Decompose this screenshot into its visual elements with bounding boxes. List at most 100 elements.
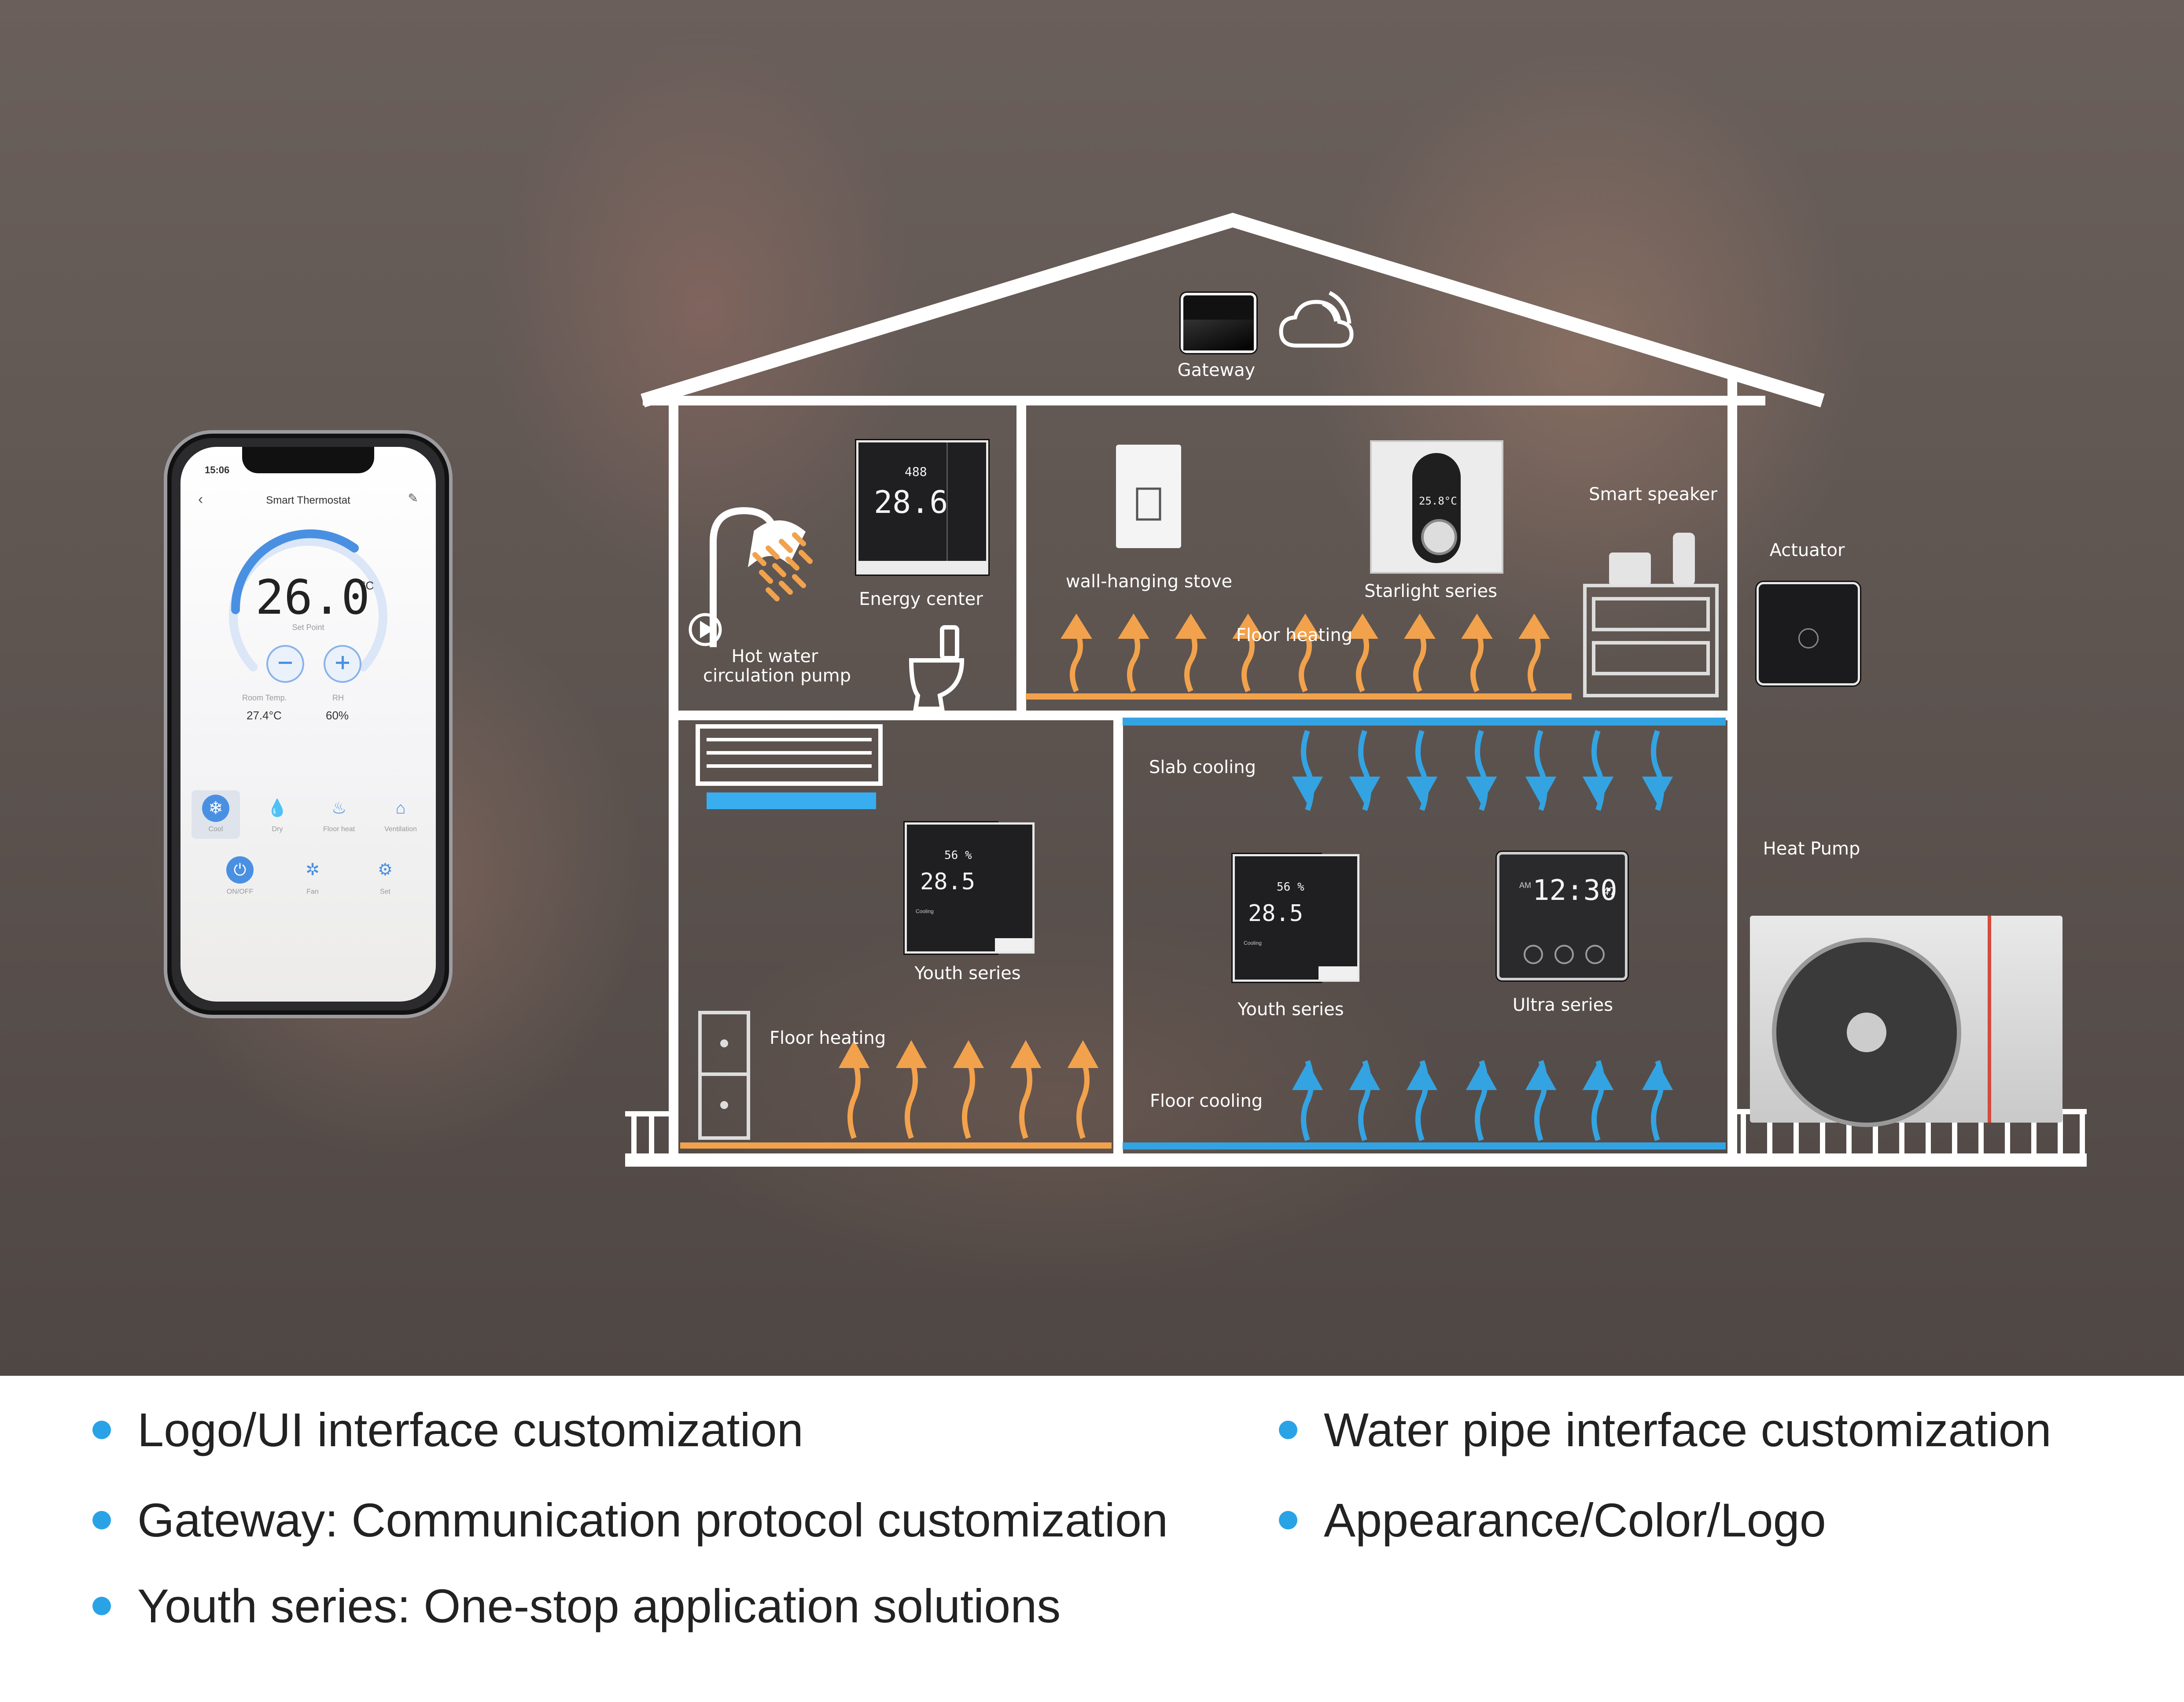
lower-heating-arrows xyxy=(838,1040,1099,1139)
lower-floor-heating-pipe xyxy=(680,1142,1112,1149)
mode-ventilation[interactable]: ⌂ Ventilation xyxy=(376,790,425,839)
room-temp-value: 27.4°C xyxy=(247,709,282,722)
on-off-button[interactable]: ⏻ ON/OFF xyxy=(214,856,266,905)
upper-floor-heating-pipe xyxy=(1026,693,1572,700)
feature-list: Logo/UI interface customization Water pi… xyxy=(0,1376,2184,1702)
mode-ventilation-label: Ventilation xyxy=(384,825,417,833)
youth-left-keypad xyxy=(995,822,1035,954)
heat-pump-device xyxy=(1750,916,2062,1127)
ultra-seconds: 47 xyxy=(1603,885,1616,898)
phone-title: Smart Thermostat xyxy=(266,494,350,506)
ventilation-icon: ⌂ xyxy=(395,799,406,818)
upper-heating-arrows xyxy=(1061,613,1550,693)
ultra-time: 12:30 xyxy=(1532,874,1617,907)
dresser-icon xyxy=(1583,584,1719,697)
feature-item: Gateway: Communication protocol customiz… xyxy=(92,1492,1168,1547)
rh-value: 60% xyxy=(326,709,349,722)
gear-icon: ⚙ xyxy=(377,861,393,879)
house-walls xyxy=(643,379,1765,1153)
actuator-device xyxy=(1757,582,1860,685)
ground-floor-base xyxy=(625,1153,2087,1167)
slab-cooling-arrows xyxy=(1292,729,1673,811)
hot-water-label-line1: Hot water xyxy=(731,646,818,667)
mode-floor-heat[interactable]: ♨ Floor heat xyxy=(315,790,363,839)
roof-line xyxy=(641,213,1825,408)
on-off-label: ON/OFF xyxy=(226,888,254,895)
fan-icon: ✲ xyxy=(306,861,320,879)
bullet-icon xyxy=(1279,1420,1297,1439)
feature-text: Appearance/Color/Logo xyxy=(1324,1493,1826,1547)
feature-item: Water pipe interface customization xyxy=(1279,1402,2051,1457)
set-temp-value: 26.0 xyxy=(255,570,370,625)
youth-left-humidity: 56 % xyxy=(944,849,972,862)
feature-item: Youth series: One-stop application solut… xyxy=(92,1578,1061,1633)
set-temp-unit: °C xyxy=(361,579,374,592)
shower-water-drops xyxy=(752,532,813,601)
feature-text: Gateway: Communication protocol customiz… xyxy=(137,1493,1168,1547)
gateway-device xyxy=(1181,293,1256,353)
mode-cool[interactable]: ❄ Cool xyxy=(192,790,240,839)
feature-text: Youth series: One-stop application solut… xyxy=(137,1579,1061,1632)
floor-cooling-arrows xyxy=(1292,1060,1673,1142)
youth-series-left-label: Youth series xyxy=(914,963,1021,984)
toilet-icon xyxy=(909,625,965,711)
youth-series-right-device: 56 % 28.5 Cooling xyxy=(1233,854,1321,982)
mode-dry[interactable]: 💧 Dry xyxy=(253,790,302,839)
decrease-button[interactable] xyxy=(266,645,304,683)
energy-center-device: 28.6 488 xyxy=(856,440,988,575)
bullet-icon xyxy=(92,1420,111,1439)
snowflake-icon: ❄ xyxy=(202,795,229,822)
bullet-icon xyxy=(92,1510,111,1529)
cabinet-icon xyxy=(698,1011,750,1140)
fan-button[interactable]: ✲ Fan xyxy=(286,856,339,905)
set-point-label: Set Point xyxy=(292,623,324,632)
hot-water-label-line2: circulation pump xyxy=(703,666,851,686)
youth-series-left-device: 56 % 28.5 Cooling xyxy=(905,822,997,954)
floor-cooling-pipe xyxy=(1123,1142,1726,1149)
feature-text: Logo/UI interface customization xyxy=(137,1403,803,1456)
energy-center-small-readout: 488 xyxy=(905,464,927,479)
fan-label: Fan xyxy=(306,888,319,895)
slab-cooling-pipe xyxy=(1123,718,1726,726)
phone-notch xyxy=(242,447,374,473)
gateway-label: Gateway xyxy=(1177,360,1256,380)
increase-button[interactable] xyxy=(324,645,361,683)
rh-label: RH xyxy=(332,693,344,702)
heat-pump-label: Heat Pump xyxy=(1763,839,1860,859)
droplet-icon: 💧 xyxy=(267,799,288,818)
pump-play-icon xyxy=(689,613,722,646)
energy-center-label: Energy center xyxy=(859,589,983,609)
ultra-series-device: AM 12:30 47 xyxy=(1497,852,1628,980)
youth-right-temp: 28.5 xyxy=(1248,900,1304,927)
slab-cooling-label: Slab cooling xyxy=(1149,757,1256,777)
youth-right-humidity: 56 % xyxy=(1277,880,1304,894)
edit-icon[interactable]: ✎ xyxy=(408,491,418,505)
youth-right-mode: Cooling xyxy=(1244,940,1262,946)
energy-center-temp: 28.6 xyxy=(874,484,948,520)
wall-hanging-stove-icon xyxy=(1116,445,1181,548)
bullet-icon xyxy=(1279,1510,1297,1529)
ultra-series-label: Ultra series xyxy=(1512,995,1613,1015)
starlight-series-label: Starlight series xyxy=(1364,581,1497,601)
shower-icon xyxy=(710,507,806,647)
power-icon: ⏻ xyxy=(226,856,254,884)
phone-screen: 15:06 ‹ Smart Thermostat ✎ 26.0 °C Set P… xyxy=(180,447,436,1002)
house-diagram-scene: 28.6 488 25.8°C 56 % 28.5 Cooling 56 % 2… xyxy=(0,0,2184,1376)
floor-heating-lower-label: Floor heating xyxy=(770,1028,886,1048)
cloud-icon xyxy=(1279,291,1354,348)
back-arrow-icon[interactable]: ‹ xyxy=(198,491,203,508)
set-button[interactable]: ⚙ Set xyxy=(359,856,412,905)
starlight-temp: 25.8°C xyxy=(1419,495,1457,507)
ultra-ampm: AM xyxy=(1519,881,1531,890)
set-label: Set xyxy=(379,888,390,895)
feature-text: Water pipe interface customization xyxy=(1324,1403,2051,1456)
starlight-series-device: 25.8°C xyxy=(1370,440,1503,574)
youth-left-mode: Cooling xyxy=(916,908,934,914)
floor-cooling-label: Floor cooling xyxy=(1150,1091,1263,1111)
floor-heat-icon: ♨ xyxy=(331,799,347,818)
air-conditioner-icon xyxy=(696,724,883,809)
mode-cool-label: Cool xyxy=(208,825,223,833)
floor-heating-upper-label: Floor heating xyxy=(1236,625,1353,645)
feature-item: Logo/UI interface customization xyxy=(92,1402,803,1457)
set-temp-dial[interactable] xyxy=(222,522,394,680)
